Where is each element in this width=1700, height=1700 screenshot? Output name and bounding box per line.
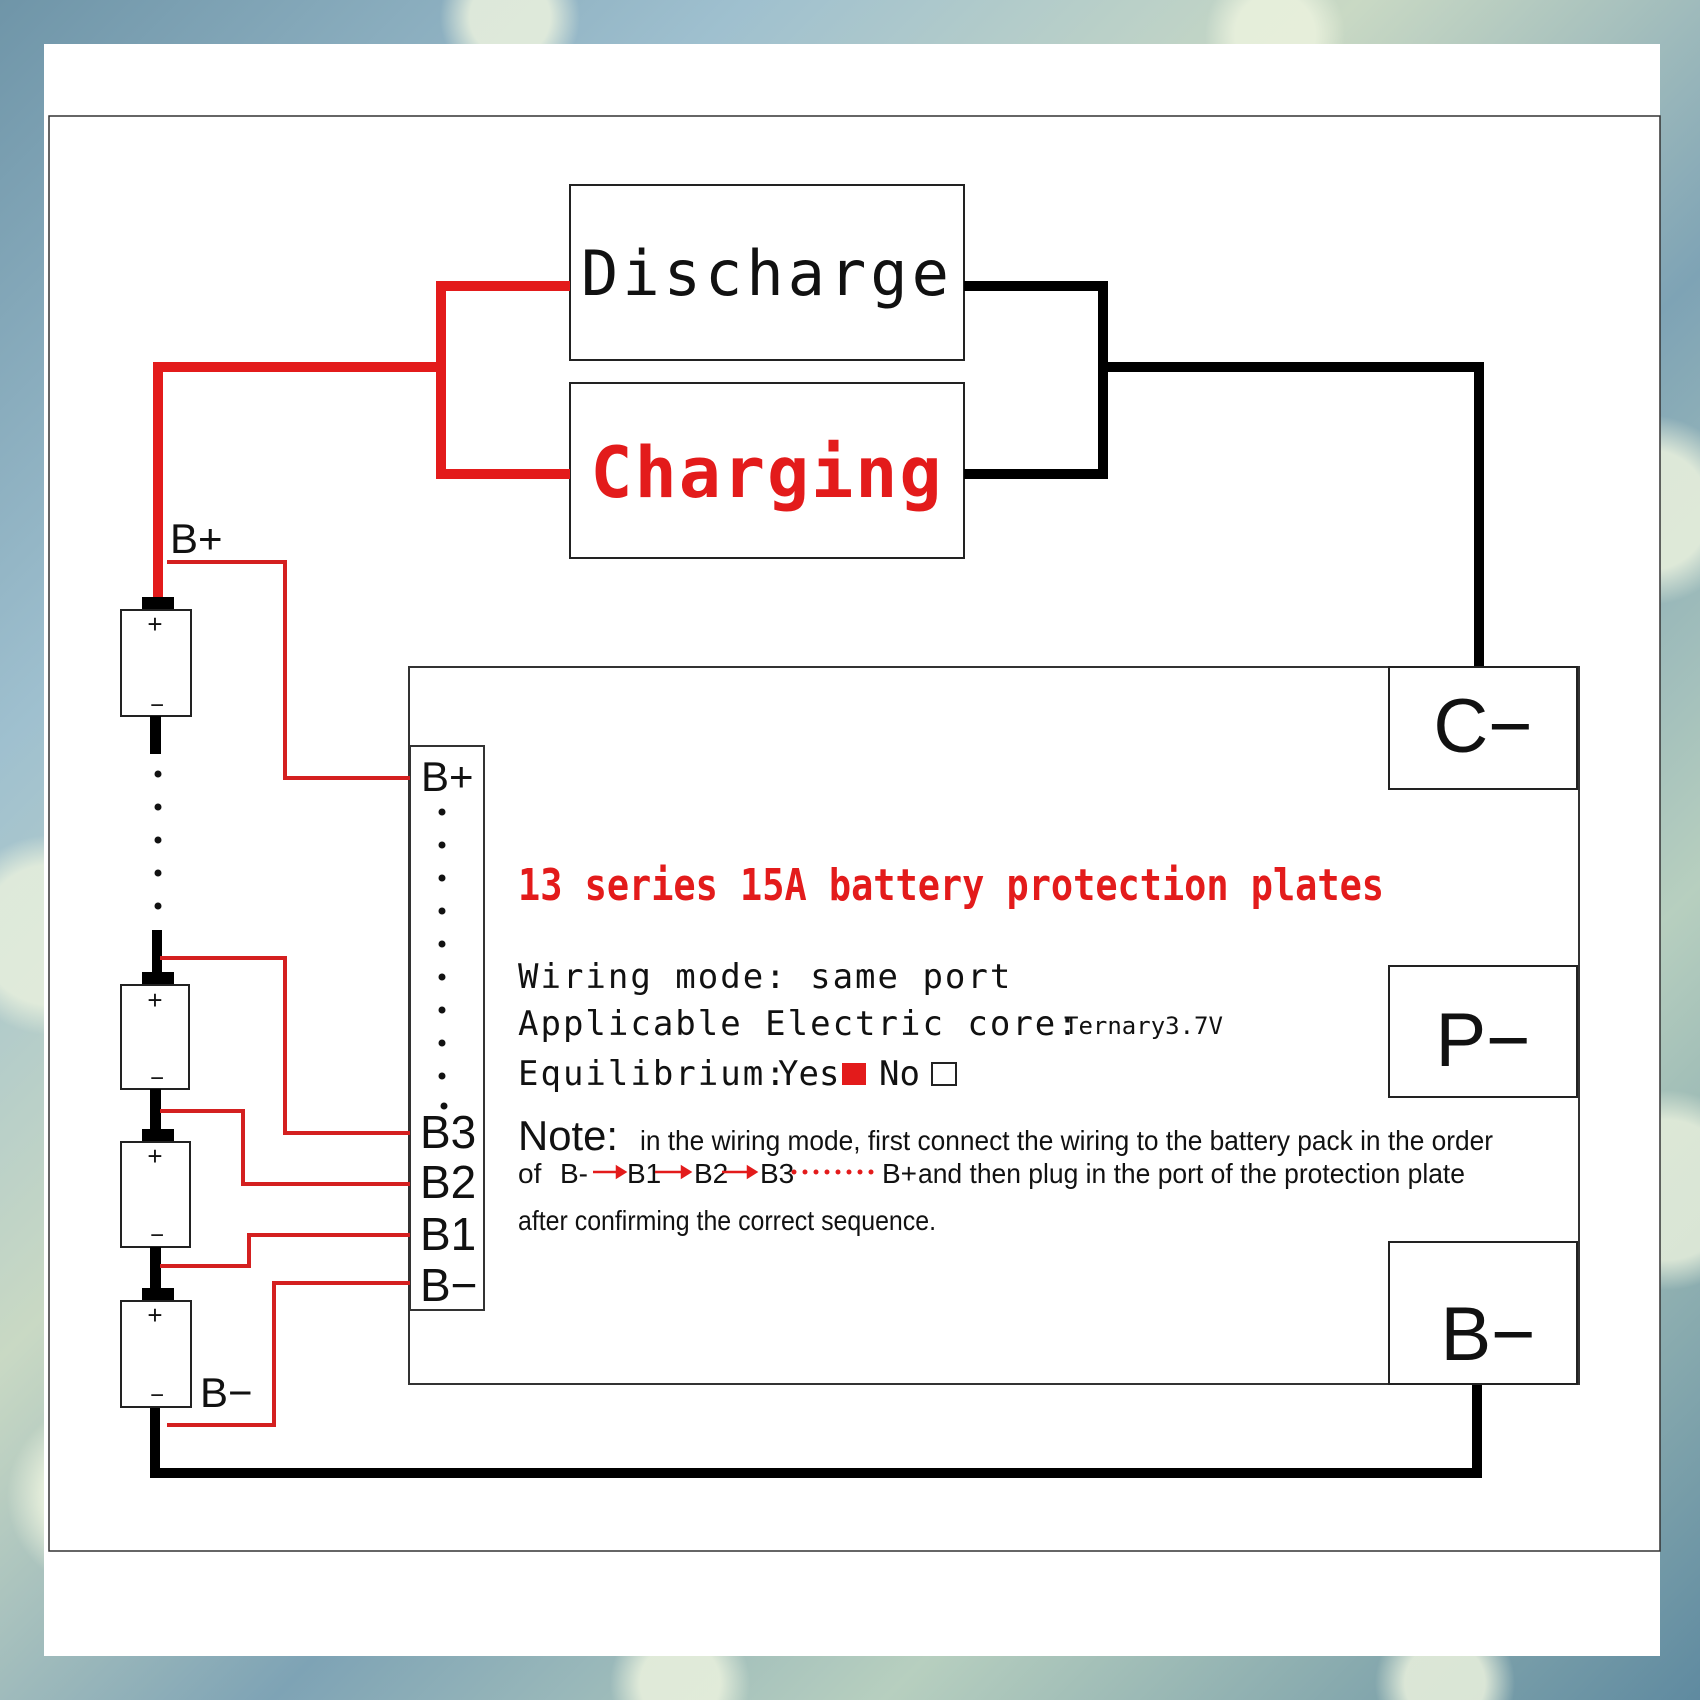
note-label: Note: <box>518 1112 618 1159</box>
cell-minus: − <box>150 1065 164 1092</box>
board-title: 13 series 15A battery protection plates <box>518 860 1384 911</box>
battery-cell-1: + − <box>120 597 192 754</box>
discharge-box <box>569 184 965 361</box>
note-seq-bminus: B- <box>560 1158 588 1189</box>
b-minus-main-wire <box>150 1383 1482 1478</box>
note-of: of <box>518 1158 542 1189</box>
p-minus-terminal <box>1388 965 1578 1098</box>
cell-minus: − <box>150 1222 164 1249</box>
c-minus-terminal <box>1388 666 1578 790</box>
c-minus-label: C− <box>1433 684 1532 769</box>
note-seq-b3: B3 <box>760 1158 794 1189</box>
seq-arrow-icon <box>593 1164 628 1180</box>
seq-arrow-icon <box>722 1164 759 1180</box>
battery-bplus-label: B+ <box>170 515 223 562</box>
equilibrium-label: Equilibrium: <box>518 1054 788 1094</box>
cell-minus: − <box>150 1382 164 1409</box>
no-checkbox-empty <box>931 1062 957 1086</box>
connector-strip <box>409 745 485 1311</box>
battery-dots <box>154 770 162 910</box>
connector-b3: B3 <box>420 1106 476 1158</box>
balance-wires <box>160 560 410 1427</box>
seq-arrow-icon <box>655 1164 693 1180</box>
battery-bminus-label: B− <box>200 1369 253 1416</box>
note-line-2-tail: and then plug in the port of the protect… <box>918 1158 1465 1189</box>
charging-box <box>569 382 965 559</box>
b-minus-terminal <box>1388 1241 1578 1385</box>
seq-dots-icon <box>791 1169 874 1175</box>
note-line-1: in the wiring mode, first connect the wi… <box>640 1125 1493 1156</box>
note-seq-b2: B2 <box>694 1158 728 1189</box>
battery-cell-3: + − <box>120 930 190 1131</box>
yes-checkbox-filled <box>842 1063 866 1085</box>
equilibrium-yes: Yes <box>778 1054 839 1094</box>
connector-b2: B2 <box>420 1156 476 1208</box>
note-line-3: after confirming the correct sequence. <box>518 1205 936 1236</box>
protection-board <box>408 666 1580 1385</box>
b-minus-label: B− <box>1440 1292 1535 1377</box>
discharge-label: Discharge <box>581 237 953 310</box>
cell-plus: + <box>147 609 162 639</box>
outer-frame <box>48 115 1661 1552</box>
p-minus-label: P− <box>1435 998 1530 1083</box>
connector-dots <box>438 808 448 1110</box>
cell-plus: + <box>147 1141 162 1171</box>
c-minus-wire <box>964 281 1484 667</box>
cell-plus: + <box>147 1300 162 1330</box>
core-value: Ternary3.7V <box>1064 1012 1223 1040</box>
positive-main-wire <box>153 281 570 600</box>
cell-plus: + <box>147 985 162 1015</box>
connector-bminus: B− <box>420 1259 478 1311</box>
charging-label: Charging <box>590 432 943 514</box>
note-seq-b1: B1 <box>627 1158 661 1189</box>
connector-b1: B1 <box>420 1208 476 1260</box>
cell-minus: − <box>150 692 164 719</box>
connector-bplus: B+ <box>421 753 474 800</box>
battery-cell-bottom: + − <box>120 1288 192 1409</box>
battery-cell-2: + − <box>120 1129 191 1289</box>
core-label: Applicable Electric core: <box>518 1004 1080 1044</box>
wiring-mode: Wiring mode: same port <box>518 957 1012 997</box>
equilibrium-no: No <box>879 1054 920 1094</box>
note-seq-bplus: B+ <box>882 1158 917 1189</box>
